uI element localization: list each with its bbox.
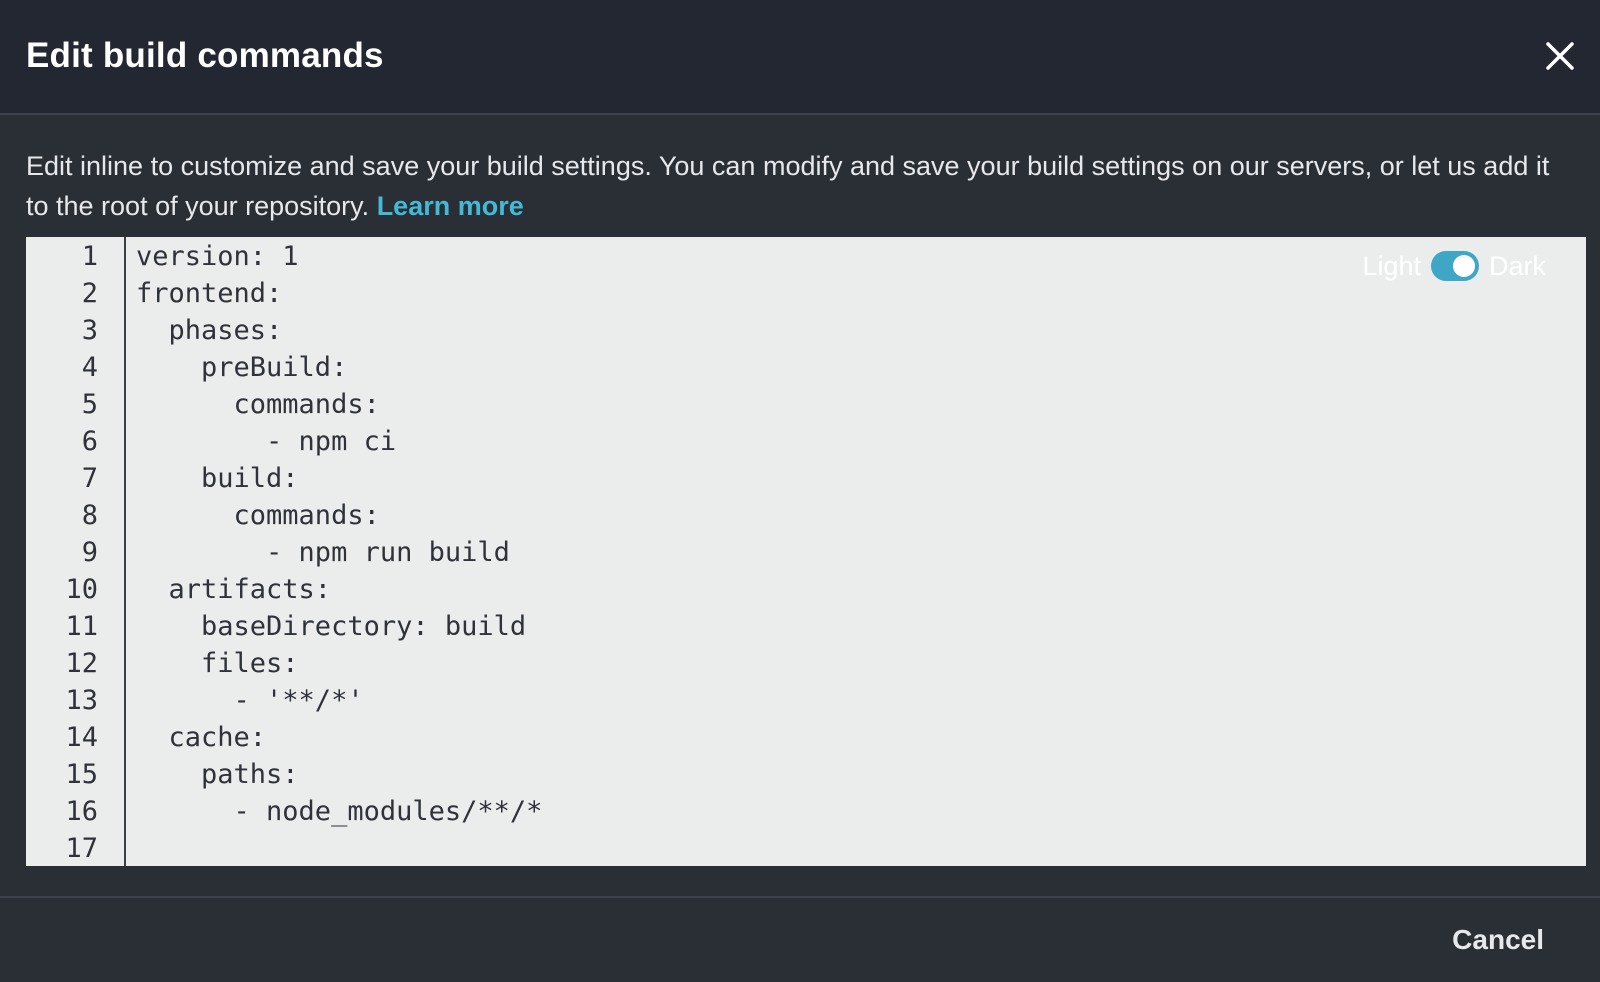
code-line[interactable]: commands: (136, 500, 380, 531)
code-line[interactable]: files: (136, 648, 299, 679)
code-line[interactable]: - npm run build (136, 537, 510, 568)
line-number: 8 (81, 500, 98, 531)
cancel-button[interactable]: Cancel (1452, 924, 1544, 955)
learn-more-link[interactable]: Learn more (376, 191, 524, 221)
modal-title: Edit build commands (26, 36, 384, 75)
line-number: 10 (65, 574, 98, 605)
code-line[interactable]: artifacts: (136, 574, 332, 605)
line-number: 11 (65, 611, 98, 642)
theme-toggle-dark-label: Dark (1488, 251, 1546, 281)
line-number: 7 (81, 463, 98, 494)
code-line[interactable]: commands: (136, 389, 380, 420)
code-line[interactable]: - npm ci (136, 426, 397, 457)
description-text: Edit inline to customize and save your b… (26, 151, 1550, 221)
code-line[interactable]: - node_modules/**/* (136, 796, 543, 827)
line-number: 15 (65, 759, 98, 790)
line-number: 12 (65, 648, 98, 679)
code-line[interactable]: phases: (136, 315, 283, 346)
code-area[interactable]: version: 1 frontend: phases: preBuild: co… (136, 237, 1586, 866)
line-number: 17 (65, 833, 98, 864)
line-number: 6 (81, 426, 98, 457)
line-number: 5 (81, 389, 98, 420)
line-number: 1 (81, 241, 98, 272)
code-line[interactable]: baseDirectory: build (136, 611, 527, 642)
line-number: 14 (65, 722, 98, 753)
code-line[interactable]: frontend: (136, 278, 283, 309)
code-line[interactable]: cache: (136, 722, 267, 753)
line-number: 9 (81, 537, 98, 568)
close-icon (1546, 42, 1574, 70)
theme-toggle-light-label: Light (1362, 251, 1421, 281)
code-line[interactable]: - '**/*' (136, 685, 364, 716)
close-button[interactable] (1538, 34, 1582, 78)
description: Edit inline to customize and save your b… (26, 146, 1574, 226)
line-number: 16 (65, 796, 98, 827)
code-line[interactable] (136, 830, 1586, 866)
code-line[interactable]: build: (136, 463, 299, 494)
line-number: 4 (81, 352, 98, 383)
code-line[interactable]: version: 1 (136, 241, 299, 272)
theme-toggle: Light Dark (1362, 249, 1546, 283)
line-number: 3 (81, 315, 98, 346)
theme-toggle-switch[interactable] (1430, 251, 1479, 281)
footer-divider (0, 896, 1600, 898)
code-line[interactable]: preBuild: (136, 352, 348, 383)
code-line[interactable]: paths: (136, 759, 299, 790)
modal-header: Edit build commands (0, 0, 1600, 115)
toggle-knob (1452, 255, 1475, 277)
line-number: 13 (65, 685, 98, 716)
line-number: 2 (81, 278, 98, 309)
